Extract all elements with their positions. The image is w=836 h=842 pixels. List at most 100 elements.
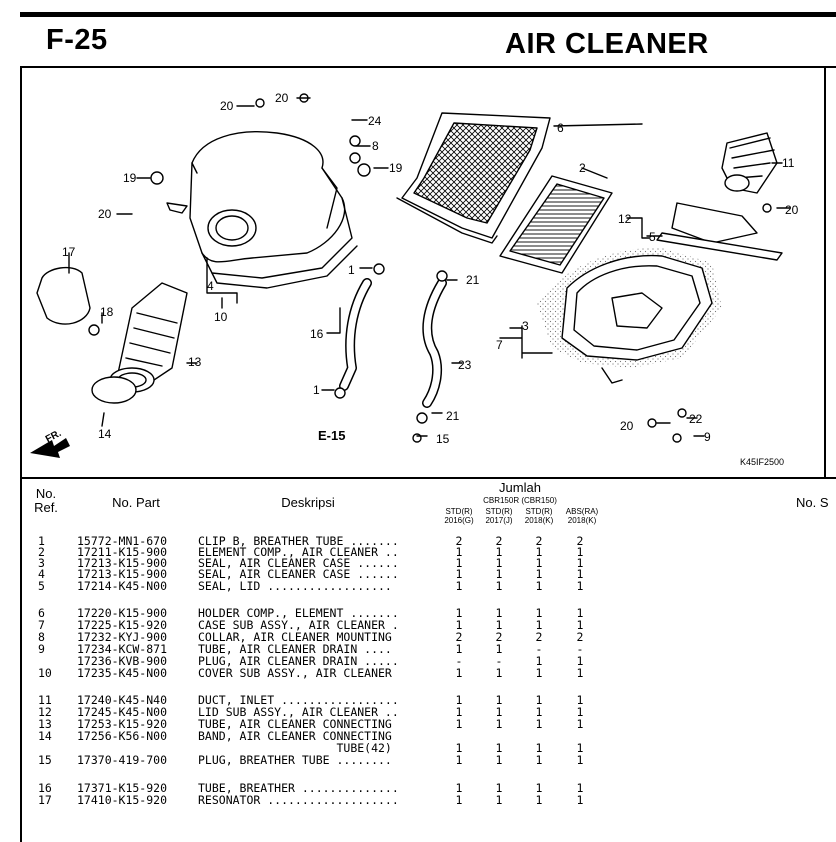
row-qty-4: 1 <box>576 717 584 731</box>
row-description: TUBE, AIR CLEANER DRAIN .... <box>198 642 392 656</box>
row-description: CASE SUB ASSY., AIR CLEANER . <box>198 618 399 632</box>
row-ref: 15 <box>38 753 52 767</box>
row-qty-2: 1 <box>495 567 503 581</box>
row-part-number: 17225-K15-920 <box>77 618 168 632</box>
row-qty-2: 1 <box>495 693 503 707</box>
row-qty-1: 1 <box>455 545 463 559</box>
col-header-q4: ABS(RA)2018(K) <box>562 507 602 525</box>
col-header-q1: STD(R)2016(G) <box>441 507 477 525</box>
row-description: DUCT, INLET ................. <box>198 693 399 707</box>
callout-4: 4 <box>207 279 214 293</box>
row-ref: 2 <box>38 545 45 559</box>
row-qty-4: 1 <box>576 693 584 707</box>
band-part-14 <box>91 376 137 404</box>
row-qty-3: 1 <box>535 717 543 731</box>
row-qty-2: 1 <box>495 606 503 620</box>
row-description: LID SUB ASSY., AIR CLEANER .. <box>198 705 399 719</box>
row-qty-2: 2 <box>495 630 503 644</box>
row-description: TUBE, BREATHER .............. <box>198 781 399 795</box>
callout-15: 15 <box>436 432 450 446</box>
frame-right <box>824 66 826 478</box>
row-qty-1: 1 <box>455 567 463 581</box>
row-part-number: 17253-K15-920 <box>77 717 168 731</box>
row-qty-1: 1 <box>455 579 463 593</box>
row-qty-3: 1 <box>535 556 543 570</box>
row-ref: 6 <box>38 606 45 620</box>
row-qty-3: 1 <box>535 579 543 593</box>
row-qty-4: 1 <box>576 654 584 668</box>
row-description: PLUG, AIR CLEANER DRAIN ..... <box>198 654 399 668</box>
row-qty-1: 1 <box>455 606 463 620</box>
row-qty-3: 1 <box>535 666 543 680</box>
row-qty-4: 2 <box>576 630 584 644</box>
row-qty-3: 1 <box>535 654 543 668</box>
row-ref: 8 <box>38 630 45 644</box>
row-ref: 10 <box>38 666 52 680</box>
row-part-number: 17211-K15-900 <box>77 545 168 559</box>
row-part-number: 17235-K45-N00 <box>77 666 168 680</box>
callout-16: 16 <box>310 327 324 341</box>
row-qty-4: 1 <box>576 781 584 795</box>
row-part-number: 17410-K15-920 <box>77 793 168 807</box>
row-qty-2: 1 <box>495 793 503 807</box>
row-description: CLIP B, BREATHER TUBE ....... <box>198 534 399 548</box>
cover-part-10 <box>166 131 358 289</box>
resonator-part-17 <box>36 266 91 325</box>
callout-18: 18 <box>100 305 114 319</box>
row-qty-4: 1 <box>576 579 584 593</box>
row-part-number: 17371-K15-920 <box>77 781 168 795</box>
row-qty-4: 1 <box>576 666 584 680</box>
row-part-number: 17220-K15-900 <box>77 606 168 620</box>
row-qty-3: 1 <box>535 618 543 632</box>
row-qty-2: 1 <box>495 618 503 632</box>
row-qty-1: 1 <box>455 717 463 731</box>
row-part-number: 17245-K45-N00 <box>77 705 168 719</box>
row-qty-4: 1 <box>576 741 584 755</box>
row-qty-2: 1 <box>495 642 503 656</box>
row-qty-2: 1 <box>495 717 503 731</box>
row-qty-2: 1 <box>495 705 503 719</box>
callout-11: 11 <box>782 156 795 170</box>
row-qty-1: 1 <box>455 781 463 795</box>
callout-19a: 19 <box>389 161 403 175</box>
col-header-ref: No.Ref. <box>26 487 66 515</box>
row-part-number: 17256-K56-N00 <box>77 729 168 743</box>
callout-13: 13 <box>188 355 202 369</box>
row-description: RESONATOR ................... <box>198 793 399 807</box>
callout-20b: 20 <box>275 91 289 105</box>
row-part-number: 15772-MN1-670 <box>77 534 168 548</box>
callout-9: 9 <box>704 430 711 444</box>
row-description: PLUG, BREATHER TUBE ........ <box>198 753 392 767</box>
callout-20e: 20 <box>620 419 634 433</box>
row-qty-3: 1 <box>535 545 543 559</box>
row-qty-2: 1 <box>495 579 503 593</box>
row-qty-3: - <box>535 642 543 656</box>
row-qty-1: 1 <box>455 693 463 707</box>
col-header-part: No. Part <box>112 495 160 510</box>
row-qty-3: 1 <box>535 781 543 795</box>
row-qty-4: 2 <box>576 534 584 548</box>
row-description: COVER SUB ASSY., AIR CLEANER <box>198 666 392 680</box>
row-part-number: 17370-419-700 <box>77 753 168 767</box>
row-qty-4: 1 <box>576 567 584 581</box>
row-description: SEAL, AIR CLEANER CASE ...... <box>198 556 399 570</box>
col-header-cut: No. S <box>796 495 829 510</box>
row-qty-3: 1 <box>535 753 543 767</box>
row-qty-4: 1 <box>576 556 584 570</box>
col-header-models: CBR150R (CBR150) <box>483 496 557 505</box>
row-qty-2: 1 <box>495 741 503 755</box>
duct-part-11 <box>721 132 778 194</box>
callout-1a: 1 <box>348 263 355 277</box>
callout-21a: 21 <box>466 273 480 287</box>
col-header-q2: STD(R)2017(J) <box>481 507 517 525</box>
q1-year: 2016(G) <box>444 516 474 525</box>
row-ref: 17 <box>38 793 52 807</box>
row-qty-1: 1 <box>455 753 463 767</box>
callout-6: 6 <box>557 121 564 135</box>
row-qty-3: 1 <box>535 606 543 620</box>
frame-left <box>20 66 22 842</box>
row-qty-2: 1 <box>495 556 503 570</box>
q3-type: STD(R) <box>525 507 553 516</box>
row-qty-1: 2 <box>455 534 463 548</box>
callout-17: 17 <box>62 245 76 259</box>
